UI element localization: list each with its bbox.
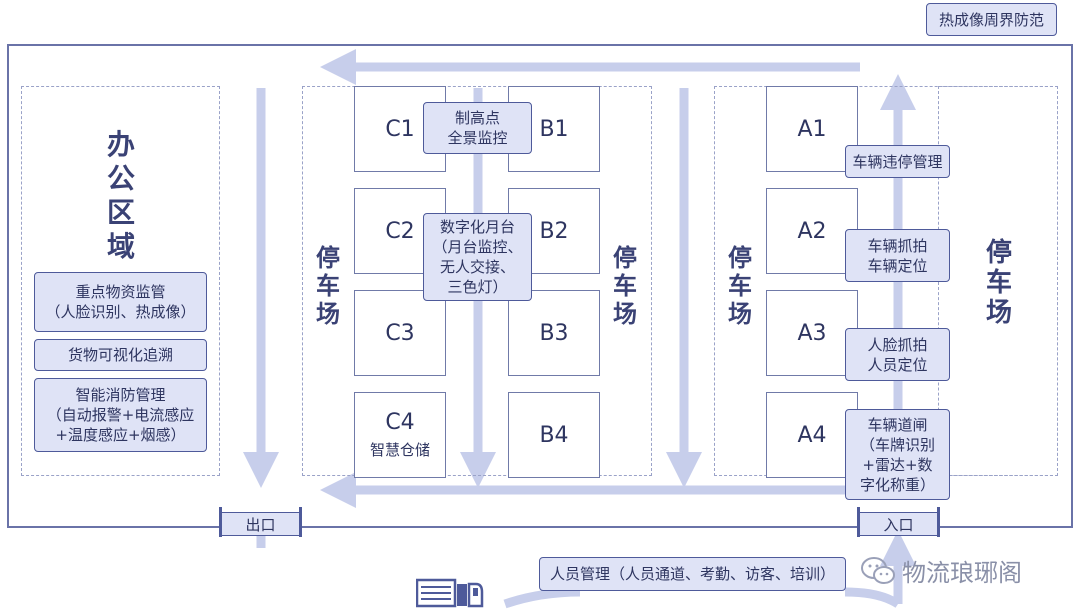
office-tag-materials: 重点物资监管 （人脸识别、热成像） bbox=[34, 272, 207, 332]
cell-b3: B3 bbox=[508, 290, 600, 376]
parking-label-2: 停车场 bbox=[613, 244, 637, 328]
cell-c4-label: C4 bbox=[385, 410, 415, 435]
watermark-text: 物流琅琊阁 bbox=[902, 559, 1022, 587]
cell-c1: C1 bbox=[354, 86, 446, 172]
cell-a2: A2 bbox=[766, 188, 858, 274]
office-tag-traceability: 货物可视化追溯 bbox=[34, 339, 207, 371]
campus-boundary bbox=[7, 44, 1073, 528]
entry-gate: 入口 bbox=[857, 507, 940, 537]
exit-gate: 出口 bbox=[219, 507, 302, 537]
warehouse-cb-zone bbox=[302, 86, 652, 476]
office-zone bbox=[21, 86, 220, 476]
cell-a4: A4 bbox=[766, 392, 858, 478]
cell-c4: C4 智慧仓储 bbox=[354, 392, 446, 478]
tag-illegal-parking: 车辆违停管理 bbox=[845, 145, 950, 178]
cell-a1: A1 bbox=[766, 86, 858, 172]
parking-label-3: 停车场 bbox=[728, 244, 752, 328]
tag-digital-dock: 数字化月台 （月台监控、 无人交接、 三色灯） bbox=[423, 213, 532, 301]
office-title: 办公区域 bbox=[106, 128, 135, 263]
exit-road-curve bbox=[503, 587, 581, 609]
parking-label-4: 停车场 bbox=[985, 238, 1012, 328]
truck-icon bbox=[416, 578, 484, 608]
tag-vehicle-capture: 车辆抓拍 车辆定位 bbox=[845, 229, 950, 282]
watermark: 物流琅琊阁 bbox=[860, 553, 1022, 588]
cell-c4-sub: 智慧仓储 bbox=[369, 441, 430, 459]
wechat-icon bbox=[861, 556, 895, 584]
tag-overview-monitor: 制高点 全景监控 bbox=[423, 102, 532, 154]
parking-label-1: 停车场 bbox=[316, 244, 340, 328]
perimeter-label: 热成像周界防范 bbox=[926, 3, 1057, 36]
cell-b4: B4 bbox=[508, 392, 600, 478]
entry-road-curve bbox=[844, 587, 901, 608]
tag-vehicle-gate: 车辆道闸 （车牌识别 +雷达+数 字化称重） bbox=[845, 409, 950, 500]
cell-c3: C3 bbox=[354, 290, 446, 376]
personnel-management: 人员管理（人员通道、考勤、访客、培训） bbox=[539, 557, 846, 591]
office-tag-fire: 智能消防管理 （自动报警+电流感应 +温度感应+烟感） bbox=[34, 378, 207, 452]
tag-face-capture: 人脸抓拍 人员定位 bbox=[845, 328, 950, 381]
